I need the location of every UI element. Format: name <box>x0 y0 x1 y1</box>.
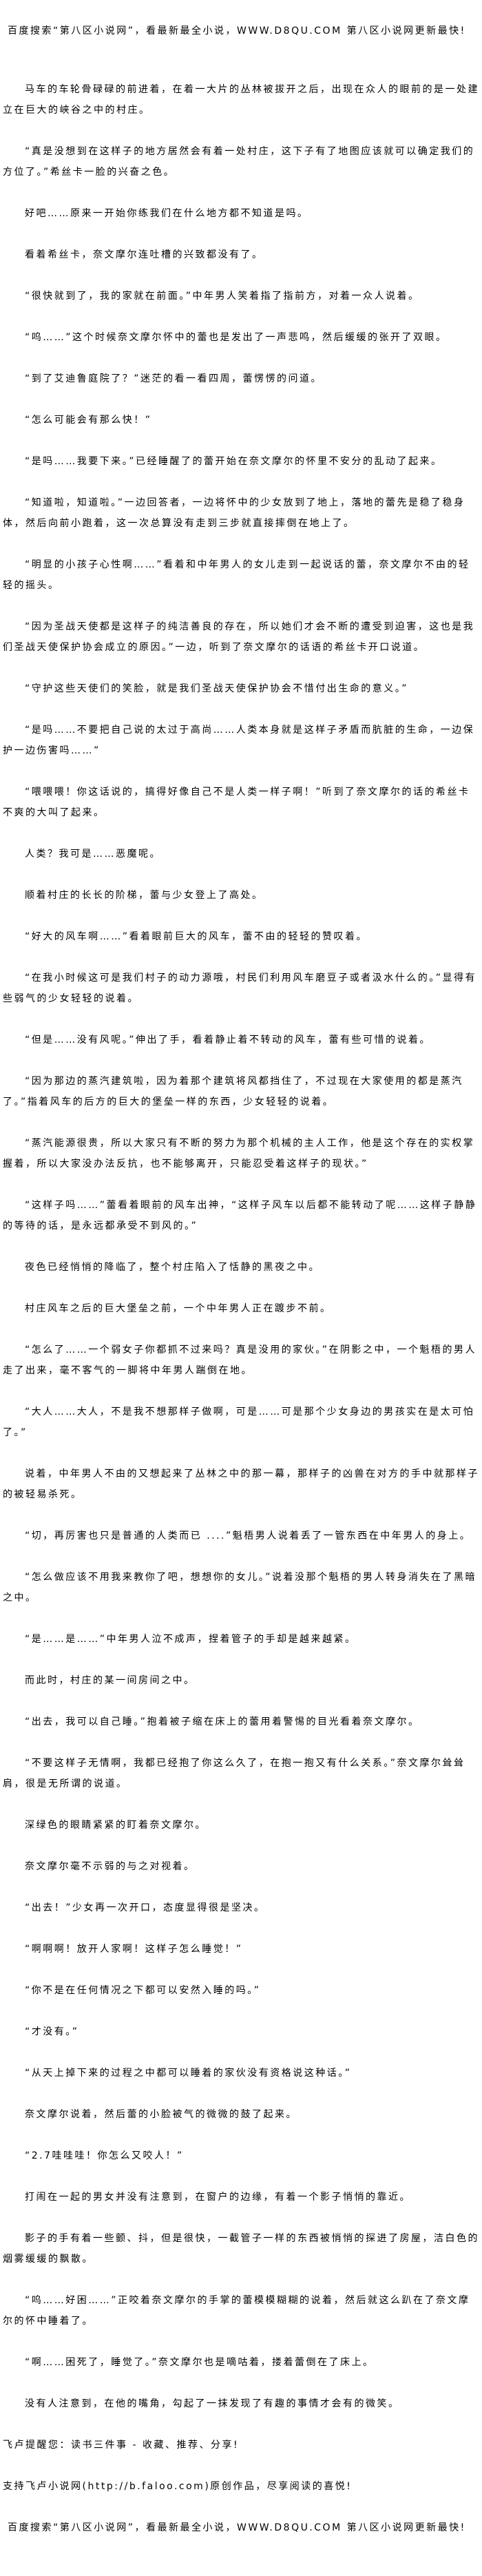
header-banner: 百度搜索“第八区小说网”，看最新最全小说，WWW.D8QU.COM 第八区小说网… <box>8 25 466 37</box>
paragraph: “出去，我可以自己睡。”抱着被子缩在床上的蕾用着警惕的目光看着奈文摩尔。 <box>25 1716 420 1727</box>
paragraph: “好大的风车啊……”看着眼前巨大的风车，蕾不由的轻轻的赞叹着。 <box>25 931 368 942</box>
paragraph: “怎么做应该不用我来教你了吧，想想你的女儿。”说着没那个魁梧的男人转身消失在了黑… <box>3 1572 477 1603</box>
paragraph: “怎么可能会有那么快！” <box>25 415 152 426</box>
paragraph: “从天上掉下来的过程之中都可以睡着的家伙没有资格说这种话。” <box>25 2068 352 2079</box>
paragraph: “守护这些天使们的笑脸，就是我们圣战天使保护协会不惜付出生命的意义。” <box>25 683 409 694</box>
footer-banner: 百度搜索“第八区小说网”，看最新最全小说，WWW.D8QU.COM 第八区小说网… <box>8 2522 466 2533</box>
paragraph: 夜色已经悄悄的降临了，整个村庄陷入了恬静的黑夜之中。 <box>25 1262 320 1273</box>
paragraph: “是吗……不要把自己说的太过于高尚……人类本身就是这样子矛盾而肮脏的生命，一边保… <box>3 725 475 756</box>
paragraph: 说着，中年男人不由的又想起来了丛林之中的那一幕，那样子的凶兽在对方的手中就那样子… <box>3 1468 479 1500</box>
paragraph: “出去！”少女再一次开口，态度显得很是坚决。 <box>25 1902 266 1913</box>
paragraph: 奈文摩尔毫不示弱的与之对视着。 <box>25 1861 196 1872</box>
site-note: 飞卢提醒您：读书三件事 - 收藏、推荐、分享! <box>3 2440 240 2451</box>
paragraph: “很快就到了，我的家就在前面。”中年男人笑着指了指前方，对着一众人说着。 <box>25 291 420 302</box>
paragraph: “因为圣战天使都是这样子的纯洁善良的存在，所以她们才会不断的遭受到迫害，这也是我… <box>3 621 475 653</box>
paragraph: 村庄风车之后的巨大堡垒之前，一个中年男人正在踱步不前。 <box>25 1303 332 1314</box>
paragraph: “才没有。” <box>25 2026 79 2037</box>
paragraph: “这样子吗……”蕾看着眼前的风车出神，“这样子风车以后都不能转动了呢……这样子静… <box>3 1200 477 1232</box>
paragraph: “到了艾迪鲁庭院了？”迷茫的看一看四周，蕾愣愣的问道。 <box>25 373 323 384</box>
chapter-body: 马车的车轮骨碌碌的前进着，在着一大片的丛林被拔开之后，出现在众人的眼前的是一处建… <box>3 79 479 2414</box>
paragraph: 看着希丝卡，奈文摩尔连吐槽的兴致都没有了。 <box>25 249 264 260</box>
paragraph: “因为那边的蒸汽建筑啦，因为着那个建筑将风都挡住了，不过现在大家使用的都是蒸汽了… <box>3 1076 463 1108</box>
paragraph: “在我小时候这可是我们村子的动力源哦，村民们利用风车磨豆子或者汲水什么的。”显得… <box>3 973 477 1004</box>
paragraph: “呜……”这个时候奈文摩尔怀中的蕾也是发出了一声悲鸣，然后缓缓的张开了双眼。 <box>25 332 448 343</box>
paragraph: 奈文摩尔说着，然后蕾的小脸被气的微微的鼓了起来。 <box>25 2109 297 2120</box>
paragraph: “切，再厉害也只是普通的人类而已 ....”魁梧男人说着丢了一管东西在中年男人的… <box>25 1530 472 1541</box>
paragraph: “蒸汽能源很贵，所以大家只有不断的努力为那个机械的主人工作，他是这个存在的实权掌… <box>3 1138 475 1170</box>
paragraph: 影子的手有着一些颤、抖，但是很快，一截管子一样的东西被悄悄的探进了房屋，洁白色的… <box>3 2233 479 2265</box>
paragraph: “是吗……我要下来。”已经睡醒了的蕾开始在奈文摩尔的怀里不安分的乱动了起来。 <box>25 456 443 467</box>
paragraph: “不要这样子无情啊，我都已经抱了你这么久了，在抱一抱又有什么关系。”奈文摩尔耸耸… <box>3 1758 465 1789</box>
paragraph: 没有人注意到，在他的嘴角，勾起了一抹发现了有趣的事情才会有的微笑。 <box>25 2398 400 2409</box>
paragraph: “呜……好困……”正咬着奈文摩尔的手掌的蕾模模糊糊的说着，然后就这么趴在了奈文摩… <box>3 2295 470 2327</box>
paragraph: “明显的小孩子心性啊……”看着和中年男人的女儿走到一起说话的蕾，奈文摩尔不由的轻… <box>3 559 470 591</box>
paragraph: “知道啦，知道啦。”一边回答者，一边将怀中的少女放到了地上，落地的蕾先是稳了稳身… <box>3 497 465 529</box>
paragraph: “但是……没有风呢。”伸出了手，看着静止着不转动的风车，蕾有些可惜的说着。 <box>25 1035 432 1046</box>
paragraph: “喂喂喂！你这话说的，搞得好像自己不是人类一样子啊！”听到了奈文摩尔的话的希丝卡… <box>3 787 470 818</box>
paragraph: 人类？我可是……恶魔呢。 <box>25 849 161 860</box>
paragraph: “是……是……”中年男人泣不成声，捏着管子的手却是越来越紧。 <box>25 1634 357 1645</box>
paragraph: 马车的车轮骨碌碌的前进着，在着一大片的丛林被拔开之后，出现在众人的眼前的是一处建… <box>3 84 479 116</box>
paragraph: “2.7哇哇哇！你怎么又咬人！” <box>25 2150 184 2161</box>
paragraph: “你不是在任何情况之下都可以安然入睡的吗。” <box>25 1985 261 1996</box>
paragraph: “大人……大人，不是我不想那样子做啊，可是……可是那个少女身边的男孩实在是太可怕… <box>3 1406 475 1438</box>
paragraph: 深绿色的眼睛紧紧的盯着奈文摩尔。 <box>25 1820 207 1831</box>
paragraph: 顺着村庄的长长的阶梯，蕾与少女登上了高处。 <box>25 890 264 901</box>
paragraph: “怎么了……一个弱女子你都抓不过来吗？真是没用的家伙。”在阴影之中，一个魁梧的男… <box>3 1344 477 1376</box>
site-notes: 飞卢提醒您：读书三件事 - 收藏、推荐、分享! 支持飞卢小说网(http://b.… <box>3 2435 479 2497</box>
paragraph: 而此时，村庄的某一间房间之中。 <box>25 1675 196 1686</box>
paragraph: “啊啊啊！放开人家啊！这样子怎么睡觉！” <box>25 1944 243 1955</box>
paragraph: “真是没想到在这样子的地方居然会有着一处村庄，这下子有了地图应该就可以确定我们的… <box>3 146 475 178</box>
site-note: 支持飞卢小说网(http://b.faloo.com)原创作品，尽享阅读的喜悦! <box>3 2481 353 2492</box>
paragraph: “啊……困死了，睡觉了。”奈文摩尔也是嘀咕着，搂着蕾倒在了床上。 <box>25 2357 375 2368</box>
paragraph: 打闹在一起的男女并没有注意到，在窗户的边缘，有着一个影子悄悄的靠近。 <box>25 2192 411 2203</box>
paragraph: 好吧……原来一开始你练我们在什么地方都不知道是吗。 <box>25 208 309 219</box>
